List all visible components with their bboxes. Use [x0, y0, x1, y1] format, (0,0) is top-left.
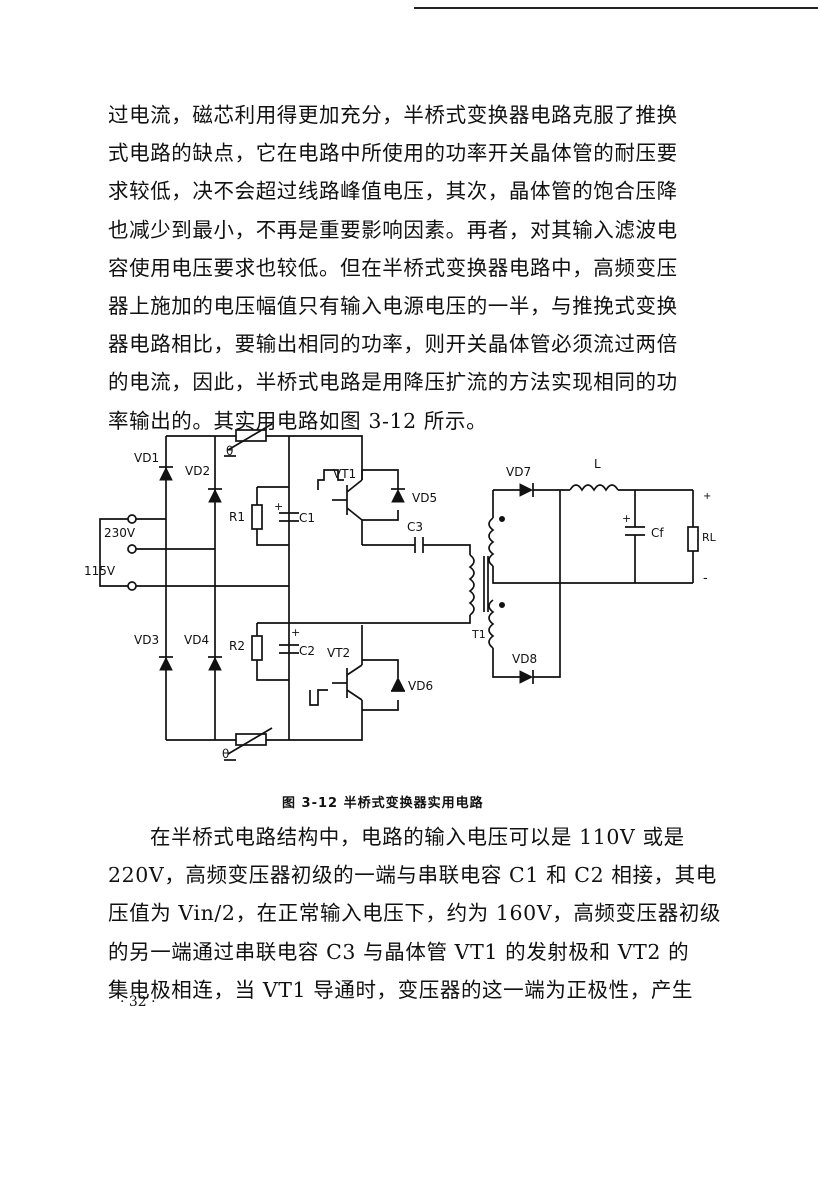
text-line: 集电极相连，当 VT1 导通时，变压器的这一端为正极性，产生 — [108, 977, 694, 1002]
label-c2: C2 — [299, 644, 315, 658]
label-vd8: VD8 — [512, 652, 537, 666]
label-l: L — [594, 457, 601, 471]
label-out-minus: - — [703, 571, 708, 586]
text-line: 220V，高频变压器初级的一端与串联电容 C1 和 C2 相接，其电 — [108, 863, 717, 888]
label-vd3: VD3 — [134, 633, 159, 647]
label-vd7: VD7 — [506, 465, 531, 479]
label-r1: R1 — [229, 510, 245, 524]
circuit-diagram: VD1 VD2 VD3 VD4 VD5 VD6 VD7 VD8 VT1 VT2 … — [84, 423, 717, 761]
label-c1: C1 — [299, 511, 315, 525]
label-t1: T1 — [471, 628, 486, 641]
label-vd6: VD6 — [408, 679, 433, 693]
text-line: 在半桥式电路结构中，电路的输入电压可以是 110V 或是 — [150, 825, 685, 849]
label-r2: R2 — [229, 639, 245, 653]
label-c3: C3 — [407, 520, 423, 534]
label-230v: 230V — [104, 526, 136, 540]
label-rl: RL — [702, 531, 717, 544]
label-plus-c1: + — [274, 500, 283, 513]
text-line: 式电路的缺点，它在电路中所使用的功率开关晶体管的耐压要 — [108, 141, 678, 166]
label-plus-cf: + — [622, 512, 631, 525]
header-rule — [414, 7, 818, 9]
label-vd4: VD4 — [184, 633, 209, 647]
text-line: 压值为 Vin/2，在正常输入电压下，约为 160V，高频变压器初级 — [108, 901, 722, 926]
label-vd1: VD1 — [134, 451, 159, 465]
text-line: 过电流，磁芯利用得更加充分，半桥式变换器电路克服了推换 — [108, 103, 678, 127]
text-line: 容使用电压要求也较低。但在半桥式变换器电路中，高频变压 — [108, 255, 678, 280]
label-plus-c2: + — [291, 626, 300, 639]
label-out-plus: + — [703, 491, 711, 502]
text-line: 率输出的。其实用电路如图 3-12 所示。 — [108, 408, 488, 433]
figure-caption: 图 3-12 半桥式变换器实用电路 — [282, 796, 484, 811]
label-theta-bottom: θ — [222, 747, 229, 761]
label-vd2: VD2 — [185, 464, 210, 478]
paragraph-2: 在半桥式电路结构中，电路的输入电压可以是 110V 或是 220V，高频变压器初… — [108, 818, 722, 1009]
paragraph-1: 过电流，磁芯利用得更加充分，半桥式变换器电路克服了推换 式电路的缺点，它在电路中… — [108, 96, 700, 440]
label-vd5: VD5 — [412, 491, 437, 505]
text-line: 的另一端通过串联电容 C3 与晶体管 VT1 的发射极和 VT2 的 — [108, 939, 690, 964]
text-line: 器电路相比，要输出相同的功率，则开关晶体管必须流过两倍 — [108, 332, 678, 357]
page-number: · 32 · — [120, 994, 156, 1010]
text-line: 求较低，决不会超过线路峰值电压，其次，晶体管的饱合压降 — [108, 179, 678, 204]
text-line: 器上施加的电压幅值只有输入电源电压的一半，与推挽式变换 — [108, 294, 678, 319]
label-cf: Cf — [651, 526, 664, 540]
label-vt2: VT2 — [327, 646, 350, 660]
label-theta-top: θ — [226, 444, 233, 458]
text-line: 的电流，因此，半桥式电路是用降压扩流的方法实现相同的功 — [108, 370, 678, 395]
text-line: 也减少到最小，不再是重要影响因素。再者，对其输入滤波电 — [108, 217, 678, 242]
label-115v: 115V — [84, 564, 116, 578]
label-vt1: VT1 — [333, 467, 356, 481]
